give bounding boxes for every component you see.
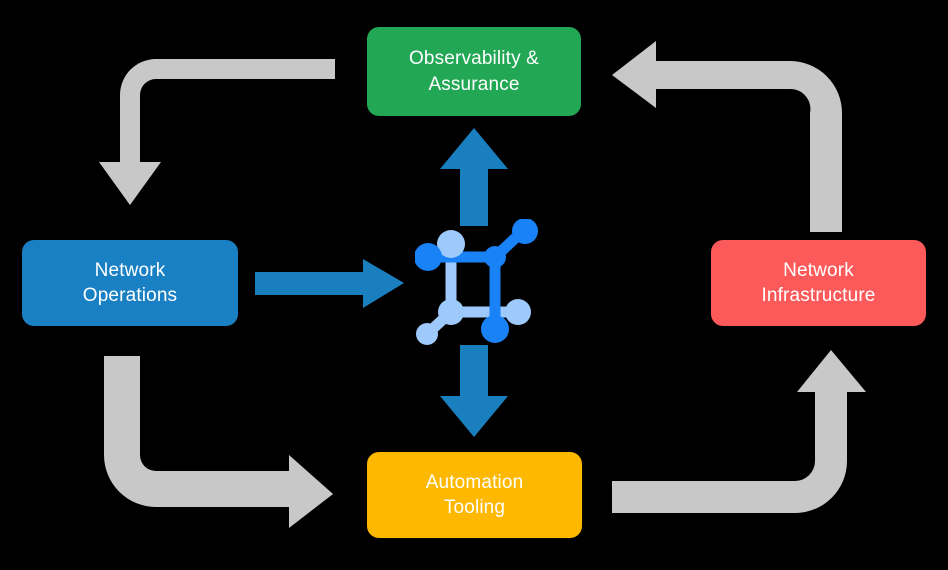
topology-node-mid-right: [505, 299, 531, 325]
center-hub: [414, 218, 541, 345]
node-label-line2: Assurance: [428, 73, 520, 95]
node-box-network-operations[interactable]: Network Operations: [22, 240, 238, 326]
node-box-automation-tooling[interactable]: Automation Tooling: [367, 452, 582, 538]
node-label-line1: Automation: [425, 471, 524, 493]
topology-light-nodes: [416, 230, 531, 345]
cycle-arrow-observability-to-operations: [99, 59, 335, 205]
cycle-arrow-operations-to-automation-body: [104, 356, 333, 528]
node-label-line1: Network: [94, 259, 166, 281]
hub-arrow-up-to-observability: [440, 128, 508, 226]
cycle-arrow-operations-to-automation: [108, 356, 333, 526]
node-label-line2: Tooling: [443, 497, 506, 518]
node-label-network-operations: Network Operations: [83, 258, 177, 308]
topology-node-top-right: [512, 218, 538, 244]
cycle-arrow-infrastructure-to-observability: [612, 41, 842, 232]
network-topology-icon: [414, 218, 538, 345]
node-label-network-infrastructure: Network Infrastructure: [761, 258, 875, 308]
node-label-line1: Observability &: [408, 48, 540, 70]
node-label-automation-tooling: Automation Tooling: [426, 470, 524, 520]
node-label-line2: Operations: [82, 285, 178, 306]
topology-dark-nodes: [414, 218, 538, 343]
hub-arrow-down-to-automation: [440, 345, 508, 437]
node-label-line1: Network: [783, 259, 854, 281]
cycle-arrow-automation-to-infrastructure: [612, 350, 866, 513]
topology-node-mid-left: [438, 299, 464, 325]
topology-node-bottom: [481, 315, 509, 343]
node-box-network-infrastructure[interactable]: Network Infrastructure: [711, 240, 926, 326]
node-label-observability: Observability & Assurance: [409, 46, 539, 96]
topology-node-bottom-left: [416, 323, 438, 345]
node-label-line2: Infrastructure: [761, 285, 876, 306]
hub-arrow-right-to-hub: [255, 259, 404, 308]
topology-node-top-left: [437, 230, 465, 258]
node-box-observability[interactable]: Observability & Assurance: [367, 27, 581, 116]
topology-node-center: [484, 246, 506, 268]
topology-node-left: [414, 243, 442, 271]
